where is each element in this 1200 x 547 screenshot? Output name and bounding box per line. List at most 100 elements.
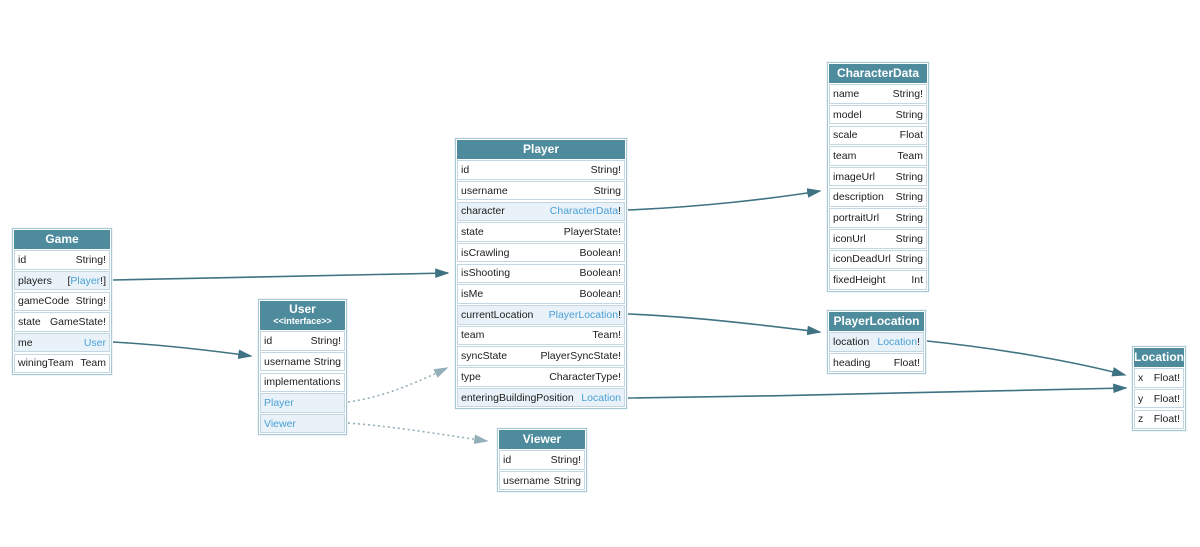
type-text: PlayerSyncState! [540,350,621,363]
type-link[interactable]: Location [581,391,621,404]
table-row[interactable]: players[Player!] [14,270,110,291]
type-link[interactable]: User [83,336,106,349]
type-link[interactable]: Player [70,274,101,287]
entity-user-subtitle: <<interface>> [273,316,332,326]
edge-player-enteringbuildingposition-to-location[interactable] [627,383,1128,399]
type-text: String [895,232,923,245]
type-text: Float! [1153,413,1180,426]
field-name: location [833,335,870,348]
type-text: String [313,355,341,368]
field-name: id [503,453,512,466]
field-type: Location! [877,336,920,348]
field-name: x [1138,371,1144,384]
field-type: Int [911,274,923,286]
implementation-link[interactable]: Player [264,397,294,409]
table-row[interactable]: Player [260,393,345,413]
edge-playerlocation-location-to-location[interactable] [926,340,1127,377]
type-link[interactable]: CharacterData [549,205,619,218]
entity-player-title[interactable]: Player [457,140,625,159]
entity-viewer-title[interactable]: Viewer [499,430,585,449]
table-row[interactable]: location Location! [829,332,924,352]
entity-playerlocation-title[interactable]: PlayerLocation [829,312,924,331]
field-name: state [18,316,41,328]
table-row[interactable]: fixedHeight Int [829,270,927,290]
field-type: String [896,109,923,121]
field-name: name [833,87,860,100]
field-name: players [18,274,52,287]
entity-location-title[interactable]: Location [1134,348,1184,367]
implementation-link[interactable]: Viewer [264,417,296,430]
entity-user-title[interactable]: User <<interface>> [260,301,345,330]
type-link[interactable]: Location [877,335,918,348]
table-row[interactable]: imageUrl String [829,166,927,187]
field-name: username [264,355,311,368]
table-row[interactable]: implementations [260,372,345,393]
type-link[interactable]: PlayerLocation [548,308,619,321]
field-name: fixedHeight [833,274,886,287]
field-name: type [461,370,481,383]
field-type: String [896,171,923,183]
field-type: String [896,212,923,224]
edge-user-viewer-implementation[interactable] [347,422,489,445]
entity-game-title[interactable]: Game [14,230,110,249]
field-name: iconDeadUrl [833,253,891,266]
field-type: String! [76,254,106,266]
field-name: username [461,184,508,197]
entity-characterdata-title[interactable]: CharacterData [829,64,927,83]
field-name: currentLocation [461,308,534,321]
edge-game-me-to-user[interactable] [112,341,253,359]
field-name: username [503,474,550,487]
field-name: imageUrl [833,170,876,183]
edge-player-currentlocation-to-playerlocation[interactable] [627,313,822,336]
type-text: PlayerState! [563,226,621,238]
edge-user-player-implementation[interactable] [347,367,449,403]
table-row[interactable]: type CharacterType! [457,367,625,387]
field-type: Float! [1154,393,1180,405]
table-row[interactable]: Viewer [260,413,345,434]
field-type: String! [76,295,106,307]
field-type: CharacterType! [549,371,621,383]
field-type: Team [80,357,106,369]
edge-game-players-to-player[interactable] [112,268,450,281]
edge-player-character-to-characterdata[interactable] [627,188,822,211]
